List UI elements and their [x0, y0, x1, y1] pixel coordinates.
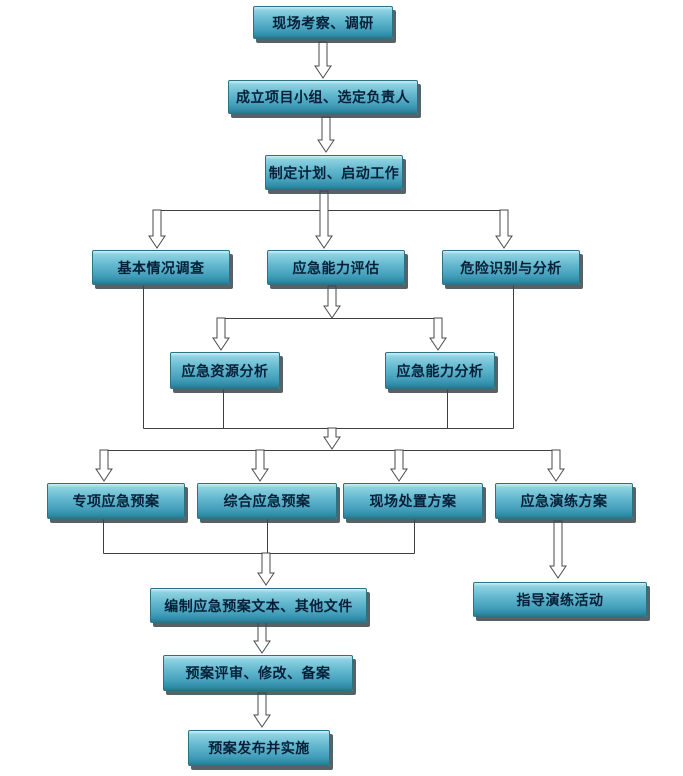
down-block-arrow-icon [323, 285, 341, 319]
flow-node-label: 现场处置方案 [369, 494, 457, 510]
flow-node-label: 应急演练方案 [520, 494, 608, 510]
down-block-arrow-icon [253, 692, 271, 728]
flow-node-label: 编制应急预案文本、其他文件 [164, 598, 353, 615]
flow-node-label: 专项应急预案 [72, 494, 160, 510]
flow-node-label: 应急能力评估 [292, 260, 380, 277]
flow-node-label: 预案发布并实施 [208, 741, 310, 757]
flow-node-label: 应急资源分析 [181, 363, 269, 380]
flow-node-label: 应急能力分析 [396, 363, 484, 380]
flow-node-review: 预案评审、修改、备案 [163, 655, 353, 691]
flow-node-guide-drill: 指导演练活动 [473, 582, 647, 617]
flow-node-label: 预案评审、修改、备案 [185, 666, 331, 682]
flow-node-hazard-analysis: 危险识别与分析 [442, 250, 580, 285]
flow-node-onsite-plan: 现场处置方案 [343, 483, 483, 519]
down-block-arrow-icon [317, 116, 335, 153]
flow-node-label: 危险识别与分析 [460, 260, 562, 277]
flow-node-label: 现场考察、调研 [272, 15, 374, 32]
flow-node-plan: 制定计划、启动工作 [265, 155, 403, 190]
down-block-arrow-icon [212, 317, 230, 351]
flow-node-label: 指导演练活动 [516, 592, 604, 609]
flow-node-comprehensive-plan: 综合应急预案 [197, 483, 337, 519]
down-block-arrow-icon [547, 449, 565, 482]
flow-node-compile-docs: 编制应急预案文本、其他文件 [150, 588, 367, 623]
flow-node-label: 成立项目小组、选定负责人 [236, 90, 410, 106]
down-block-arrow-icon [95, 449, 113, 482]
flow-node-capability-eval: 应急能力评估 [267, 250, 405, 285]
flow-node-drill-plan: 应急演练方案 [495, 483, 633, 519]
down-block-arrow-icon [251, 449, 269, 482]
down-block-arrow-icon [323, 427, 341, 450]
flow-node-resource-analysis: 应急资源分析 [170, 352, 280, 389]
down-block-arrow-icon [429, 317, 447, 351]
down-block-arrow-icon [549, 520, 567, 579]
flow-node-special-plan: 专项应急预案 [47, 483, 185, 519]
down-block-arrow-icon [390, 449, 408, 482]
down-block-arrow-icon [495, 209, 513, 249]
down-block-arrow-icon [148, 209, 166, 249]
flow-node-team: 成立项目小组、选定负责人 [228, 80, 418, 114]
flow-node-publish: 预案发布并实施 [188, 730, 330, 766]
flow-node-survey: 现场考察、调研 [253, 6, 393, 39]
down-block-arrow-icon [257, 552, 275, 586]
down-block-arrow-icon [253, 620, 271, 654]
flow-node-basic-survey: 基本情况调查 [92, 250, 230, 285]
flow-node-label: 综合应急预案 [223, 494, 311, 510]
flow-node-capability-analysis: 应急能力分析 [385, 352, 495, 389]
down-block-arrow-icon [314, 41, 332, 79]
flow-node-label: 基本情况调查 [117, 260, 205, 277]
flow-node-label: 制定计划、启动工作 [268, 165, 400, 182]
down-block-arrow-icon [315, 190, 333, 249]
